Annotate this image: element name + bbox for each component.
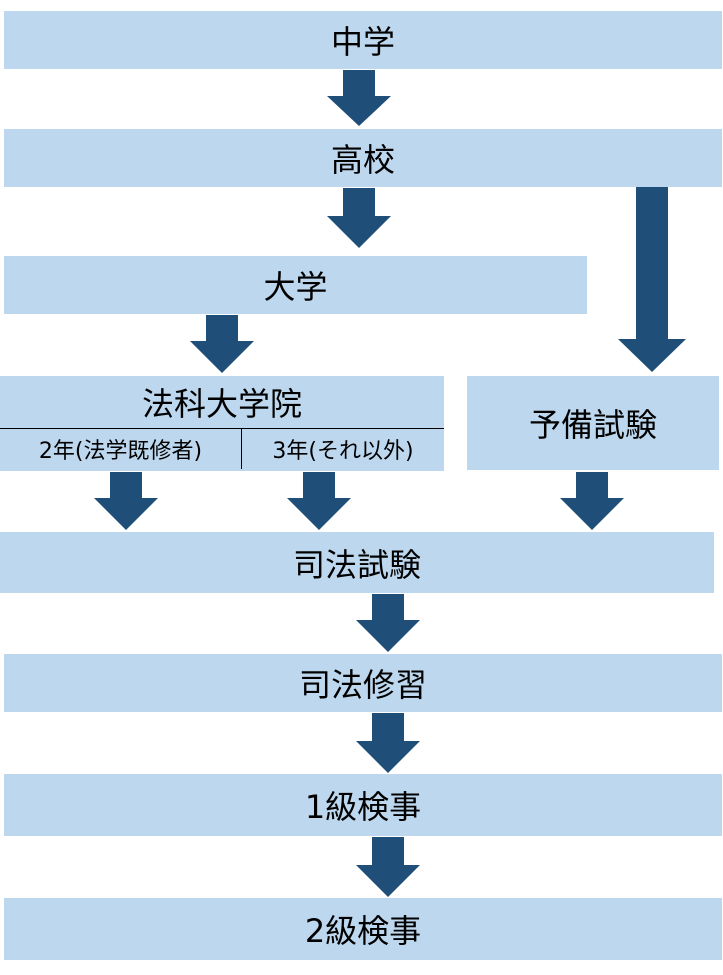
arrow-3yr-to-bar-exam <box>287 472 351 530</box>
node-label: 大学 <box>263 268 328 306</box>
arrow-bar-exam-to-training <box>356 594 420 652</box>
arrow-2yr-to-bar-exam <box>94 472 158 530</box>
node-label: 予備試験 <box>528 406 657 444</box>
track-3yr-label: 3年(それ以外) <box>272 439 414 464</box>
node-preliminary-exam: 予備試験 <box>467 376 719 470</box>
node-label: 高校 <box>330 141 395 179</box>
arrow-high-to-university <box>327 188 391 248</box>
node-label: 司法修習 <box>298 666 427 704</box>
node-high-school: 高校 <box>4 129 722 187</box>
arrow-high-to-preliminary <box>618 187 686 372</box>
arrow-grade1-to-grade2 <box>356 837 420 897</box>
node-label: 司法試験 <box>292 545 421 584</box>
node-prosecutor-grade2: 2級検事 <box>4 898 722 960</box>
node-label: 中学 <box>330 23 395 61</box>
node-label: 法科大学院 <box>0 376 444 429</box>
node-bar-exam: 司法試験 <box>0 532 714 593</box>
node-prosecutor-grade1: 1級検事 <box>4 774 722 836</box>
track-2yr-label: 2年(法学既修者) <box>0 429 242 469</box>
node-middle-school: 中学 <box>4 11 722 69</box>
arrow-university-to-law-school <box>190 315 254 373</box>
node-law-school: 法科大学院 2年(法学既修者) 3年(それ以外) <box>0 376 444 471</box>
arrow-training-to-grade1 <box>356 713 420 773</box>
node-label: 1級検事 <box>304 788 422 826</box>
arrow-preliminary-to-bar-exam <box>560 472 624 530</box>
node-university: 大学 <box>4 256 587 314</box>
node-legal-training: 司法修習 <box>4 654 722 712</box>
arrow-middle-to-high <box>327 70 391 126</box>
law-school-tracks: 2年(法学既修者) 3年(それ以外) <box>0 429 444 469</box>
node-label: 2級検事 <box>304 912 422 950</box>
